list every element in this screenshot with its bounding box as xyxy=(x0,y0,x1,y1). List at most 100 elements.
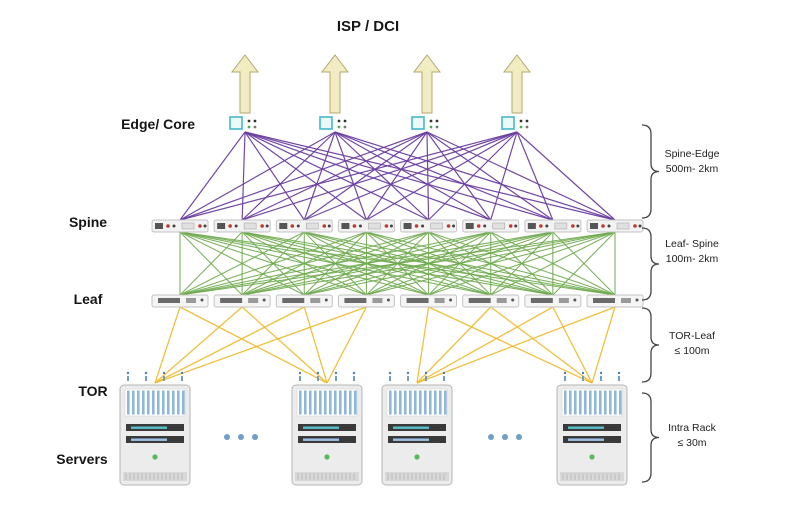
spine-switch-module xyxy=(181,222,195,230)
ellipsis-dot xyxy=(488,434,494,440)
spine-switch-module xyxy=(465,223,474,229)
leaf-switch-dot xyxy=(511,298,515,302)
tor-port-mark xyxy=(564,376,566,381)
annotation-label: Spine-Edge xyxy=(664,148,720,160)
leaf-tor-links xyxy=(154,306,616,384)
tor-port-dot xyxy=(581,371,585,375)
spine-leaf-link xyxy=(179,231,243,296)
edge-spine-link xyxy=(179,131,246,221)
edge-spine-link xyxy=(244,131,367,221)
rack-patch-stripe xyxy=(177,390,180,415)
leaf-switch xyxy=(275,294,333,308)
annotation-label: TOR-Leaf xyxy=(669,330,715,342)
spine-switch xyxy=(337,219,395,233)
ellipsis-dot xyxy=(224,434,230,440)
rack-vent xyxy=(560,472,624,481)
spine-switch-led xyxy=(508,224,513,228)
rack-patch-stripe xyxy=(172,390,175,415)
annotation-intra-rack: Intra Rack ≤ 30m xyxy=(664,422,720,450)
leaf-switch-module xyxy=(344,298,367,303)
spine-switch-led xyxy=(198,224,202,228)
leaf-switch-module xyxy=(558,298,569,303)
rack-server-stripe xyxy=(393,426,429,429)
leaf-tor-link xyxy=(490,306,593,384)
edge-device-dot xyxy=(519,119,523,123)
annotation-range: 500m- 2km xyxy=(665,163,719,176)
spine-switch-dot xyxy=(421,224,425,228)
edge-spine-link xyxy=(366,131,518,221)
leaf-switch-dot xyxy=(386,298,390,302)
rack-patch-stripe xyxy=(354,390,357,415)
rack-patch-panel xyxy=(296,388,358,417)
uplink-arrow xyxy=(320,54,350,114)
leaf-switch-module xyxy=(468,298,491,303)
uplink-arrow xyxy=(502,54,532,114)
spine-switch xyxy=(400,219,458,233)
edge-spine-link xyxy=(179,131,428,221)
edge-device-led xyxy=(247,125,251,129)
leaf-tor-link xyxy=(179,306,328,384)
tor-port-dot xyxy=(563,371,567,375)
rack-patch-stripe xyxy=(599,390,602,415)
rack-patch-stripe xyxy=(414,390,417,415)
leaf-switch-module xyxy=(530,298,553,303)
leaf-tor-link xyxy=(154,306,243,384)
spine-switch-led xyxy=(446,224,451,228)
edge-device-box xyxy=(319,116,333,130)
spine-leaf-link xyxy=(179,231,429,296)
spine-switch-dot xyxy=(576,224,580,228)
leaf-switch xyxy=(400,294,458,308)
leaf-tor-link xyxy=(416,306,616,384)
spine-switch-led xyxy=(166,224,170,228)
spine-switch-module xyxy=(590,223,598,229)
spine-switch-led xyxy=(290,224,295,228)
tor-port-mark xyxy=(145,376,147,381)
spine-switch-led xyxy=(384,224,389,228)
edge-spine-link xyxy=(244,131,491,221)
rack-patch-panel xyxy=(561,388,623,417)
rack-patch-panel xyxy=(386,388,448,417)
rack-patch-stripe xyxy=(152,390,155,415)
rack-patch-stripe xyxy=(349,390,352,415)
edge-device-led xyxy=(429,125,433,129)
rack-patch-stripe xyxy=(309,390,312,415)
spine-switch-dot xyxy=(638,224,642,228)
spine-switch-dot xyxy=(172,224,176,228)
server-rack xyxy=(556,371,628,486)
spine-leaf-link xyxy=(428,231,616,296)
rack-patch-stripe xyxy=(434,390,437,415)
ellipsis-dot xyxy=(502,434,508,440)
rack-status-led xyxy=(152,454,158,460)
tor-port-mark xyxy=(317,376,319,381)
edge-spine-link xyxy=(516,131,554,221)
spine-switch-led xyxy=(476,224,481,228)
layer-label-leaf: Leaf xyxy=(73,291,103,307)
brace-spine-edge xyxy=(641,124,660,219)
annotation-label: Intra Rack xyxy=(668,422,716,434)
spine-switch-dot xyxy=(327,224,331,228)
ellipsis-dot xyxy=(252,434,258,440)
edge-spine-link xyxy=(303,131,428,221)
leaf-switch-module xyxy=(220,298,243,303)
diagram-title: ISP / DCI xyxy=(336,18,400,35)
edge-spine-link xyxy=(334,131,429,221)
leaf-switch-module xyxy=(158,298,180,303)
tor-port-mark xyxy=(582,376,584,381)
edge-device-box xyxy=(229,116,243,130)
rack-patch-stripe xyxy=(182,390,185,415)
rack-patch-stripe xyxy=(157,390,160,415)
rack-patch-stripe xyxy=(299,390,302,415)
leaf-switch-module xyxy=(372,298,383,303)
edge-spine-link xyxy=(241,131,336,221)
leaf-switch xyxy=(213,294,271,308)
edge-spine-link xyxy=(244,131,616,221)
leaf-tor-link xyxy=(241,306,328,384)
leaf-switch-dot xyxy=(324,298,328,302)
leaf-switch xyxy=(462,294,520,308)
rack-patch-stripe xyxy=(569,390,572,415)
rack-patch-stripe xyxy=(329,390,332,415)
spine-switch-module xyxy=(554,222,568,230)
leaf-switch-dot xyxy=(573,298,577,302)
tor-port-mark xyxy=(299,376,301,381)
leaf-switch-dot xyxy=(200,298,204,302)
